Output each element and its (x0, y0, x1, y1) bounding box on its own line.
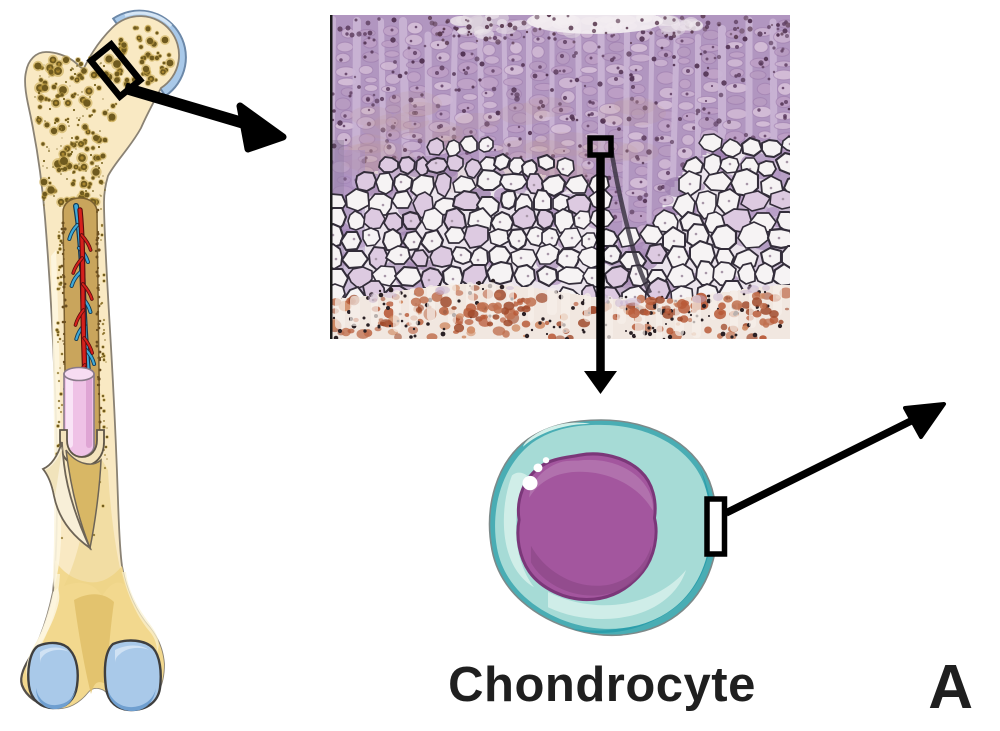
svg-text:Chondrocyte: Chondrocyte (448, 658, 756, 712)
svg-text:A: A (928, 653, 973, 722)
